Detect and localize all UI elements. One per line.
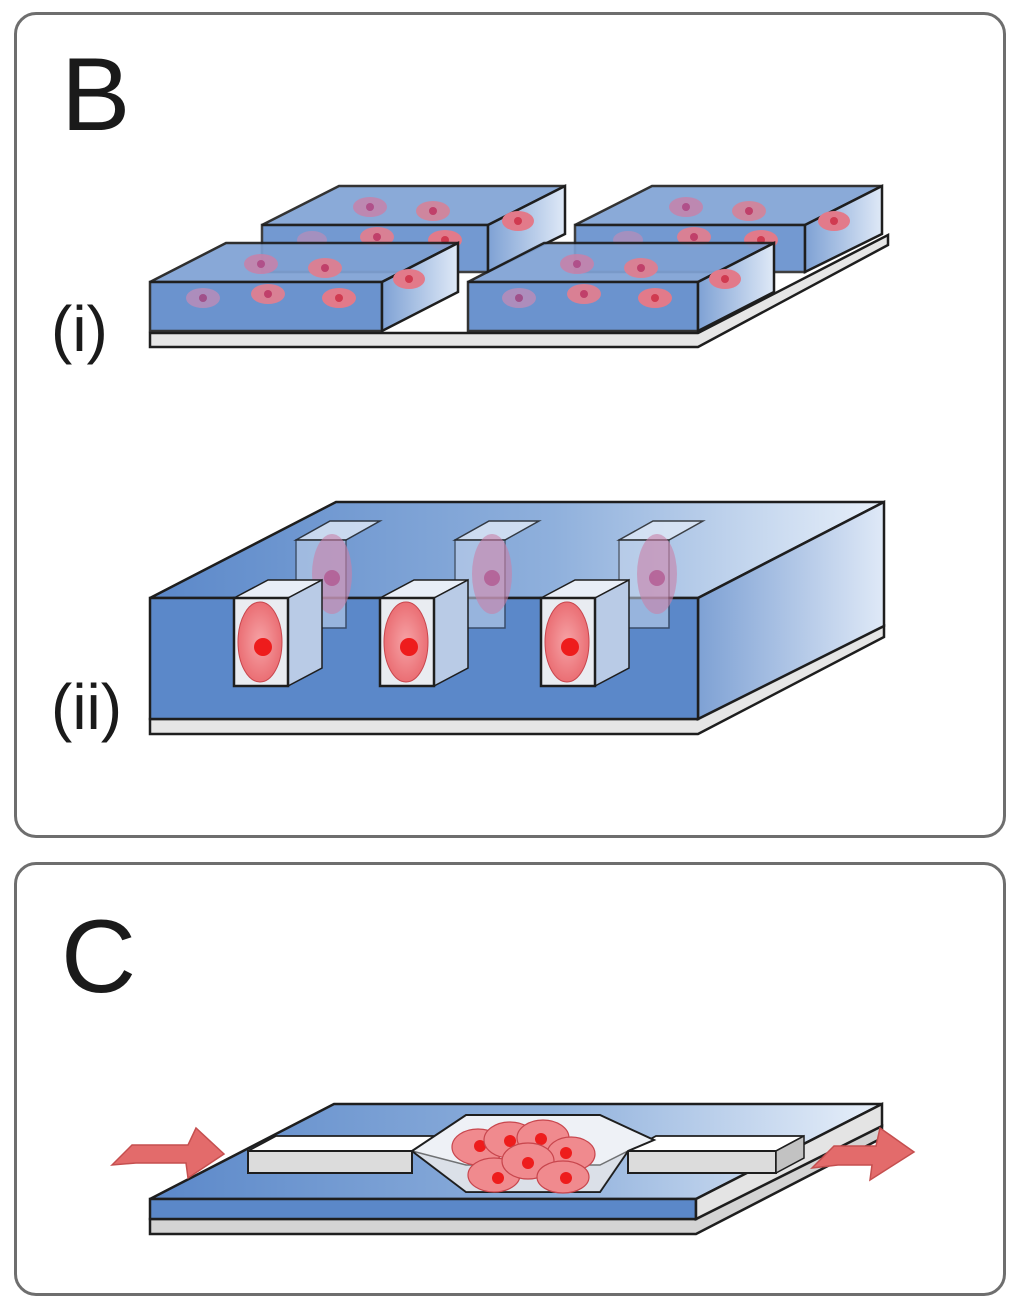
sub-label-ii: (ii) bbox=[51, 671, 123, 743]
panel-c-letter: C bbox=[61, 899, 137, 1015]
panel-b: B (i) (ii) bbox=[14, 12, 1006, 838]
panel-c: C bbox=[14, 862, 1006, 1296]
sub-label-i: (i) bbox=[51, 293, 108, 365]
panel-b-letter: B bbox=[61, 37, 131, 153]
